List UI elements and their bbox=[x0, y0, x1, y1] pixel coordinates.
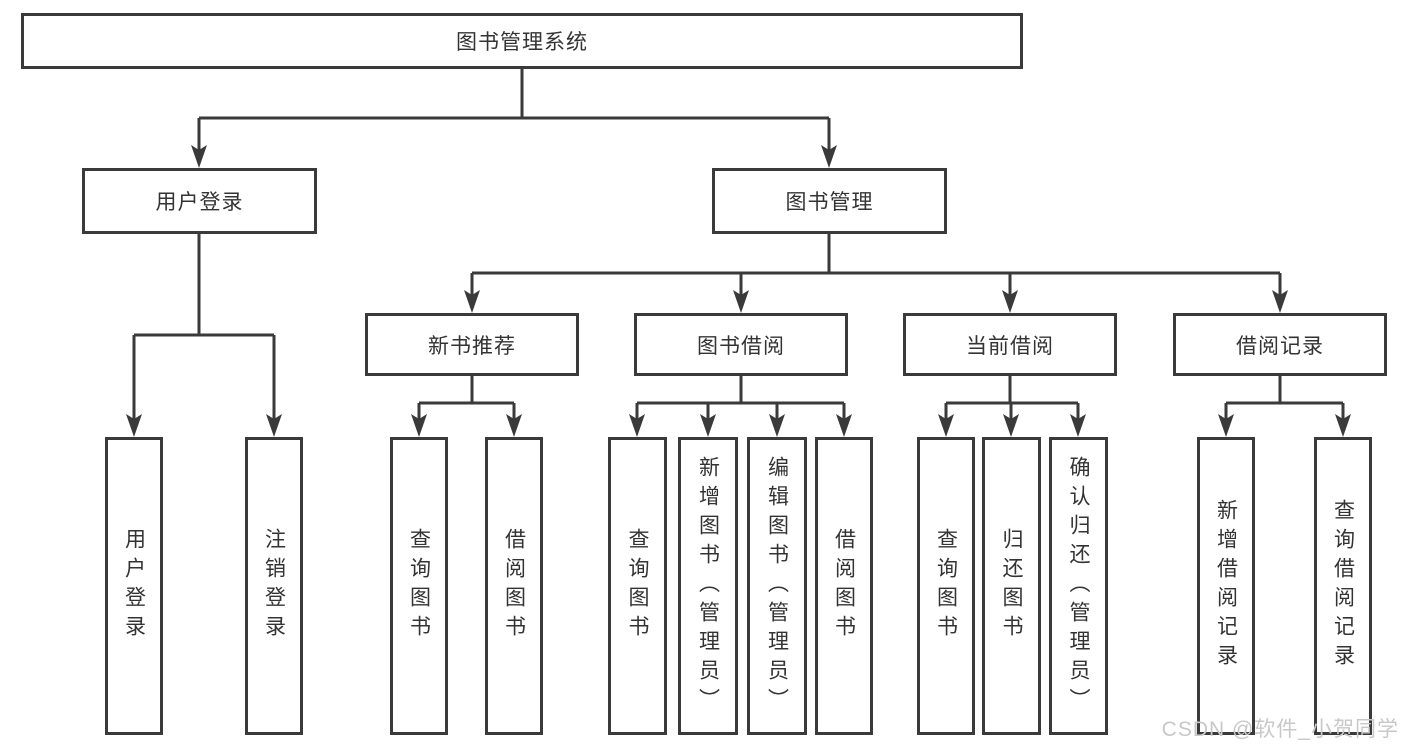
node-user-login: 用户登录 bbox=[82, 168, 317, 234]
arrowhead-icon bbox=[1003, 414, 1019, 437]
arrowhead-icon bbox=[700, 414, 716, 437]
leaf-query-books-current-label: 查询图书 bbox=[934, 528, 958, 644]
arrowhead-icon bbox=[191, 145, 207, 168]
leaf-query-books-current: 查询图书 bbox=[917, 437, 975, 735]
leaf-query-books-recommend-label: 查询图书 bbox=[407, 528, 431, 644]
arrowhead-icon bbox=[1335, 414, 1351, 437]
leaf-query-borrow-record: 查询借阅记录 bbox=[1314, 437, 1372, 735]
arrowhead-icon bbox=[1070, 414, 1086, 437]
node-book-borrowing: 图书借阅 bbox=[634, 313, 848, 376]
arrowhead-icon bbox=[629, 414, 645, 437]
leaf-user-login: 用户登录 bbox=[105, 437, 163, 735]
leaf-borrow-books-recommend-label: 借阅图书 bbox=[502, 528, 526, 644]
arrowhead-icon bbox=[266, 414, 282, 437]
leaf-query-books-borrow: 查询图书 bbox=[608, 437, 667, 735]
arrowhead-icon bbox=[126, 414, 142, 437]
csdn-watermark: CSDN @软件_小贺同学 bbox=[1161, 718, 1399, 741]
leaf-confirm-return-admin-label: 确认归还（管理员） bbox=[1067, 455, 1090, 717]
arrowhead-icon bbox=[1218, 414, 1234, 437]
leaf-user-login-label: 用户登录 bbox=[122, 528, 146, 644]
leaf-edit-book-admin-label: 编辑图书（管理员） bbox=[765, 455, 789, 717]
arrowhead-icon bbox=[938, 414, 954, 437]
node-new-book-recommendation: 新书推荐 bbox=[365, 313, 579, 376]
arrowhead-icon bbox=[836, 414, 852, 437]
leaf-logout-label: 注销登录 bbox=[262, 528, 286, 644]
leaf-confirm-return-admin: 确认归还（管理员） bbox=[1049, 437, 1108, 735]
node-user-login-label: 用户登录 bbox=[155, 191, 244, 214]
leaf-return-book-label: 归还图书 bbox=[1000, 528, 1023, 644]
leaf-logout: 注销登录 bbox=[245, 437, 303, 735]
leaf-borrow-books: 借阅图书 bbox=[815, 437, 873, 735]
arrowhead-icon bbox=[733, 290, 749, 313]
leaf-return-book: 归还图书 bbox=[982, 437, 1041, 735]
node-root: 图书管理系统 bbox=[21, 13, 1023, 69]
leaf-query-books-recommend: 查询图书 bbox=[390, 437, 448, 735]
leaf-edit-book-admin: 编辑图书（管理员） bbox=[747, 437, 807, 735]
leaf-add-book-admin: 新增图书（管理员） bbox=[678, 437, 738, 735]
leaf-add-borrow-record: 新增借阅记录 bbox=[1197, 437, 1255, 735]
arrowhead-icon bbox=[1272, 290, 1288, 313]
arrowhead-icon bbox=[821, 145, 837, 168]
node-borrowing-records: 借阅记录 bbox=[1173, 313, 1387, 376]
node-current-borrowing-label: 当前借阅 bbox=[966, 334, 1054, 358]
node-current-borrowing: 当前借阅 bbox=[903, 313, 1117, 376]
arrowhead-icon bbox=[464, 290, 480, 313]
leaf-add-book-admin-label: 新增图书（管理员） bbox=[696, 455, 720, 717]
leaf-add-borrow-record-label: 新增借阅记录 bbox=[1214, 499, 1238, 673]
node-new-book-recommendation-label: 新书推荐 bbox=[428, 334, 516, 358]
node-borrowing-records-label: 借阅记录 bbox=[1236, 334, 1324, 358]
leaf-query-borrow-record-label: 查询借阅记录 bbox=[1331, 499, 1355, 673]
leaf-borrow-books-label: 借阅图书 bbox=[832, 528, 856, 644]
node-book-management-label: 图书管理 bbox=[785, 191, 874, 214]
arrowhead-icon bbox=[411, 414, 427, 437]
node-book-borrowing-label: 图书借阅 bbox=[697, 334, 785, 358]
arrowhead-icon bbox=[506, 414, 522, 437]
node-root-label: 图书管理系统 bbox=[456, 31, 588, 54]
leaf-borrow-books-recommend: 借阅图书 bbox=[485, 437, 543, 735]
leaf-query-books-borrow-label: 查询图书 bbox=[626, 528, 649, 644]
arrowhead-icon bbox=[1002, 290, 1018, 313]
arrowhead-icon bbox=[769, 414, 785, 437]
node-book-management: 图书管理 bbox=[712, 168, 947, 234]
